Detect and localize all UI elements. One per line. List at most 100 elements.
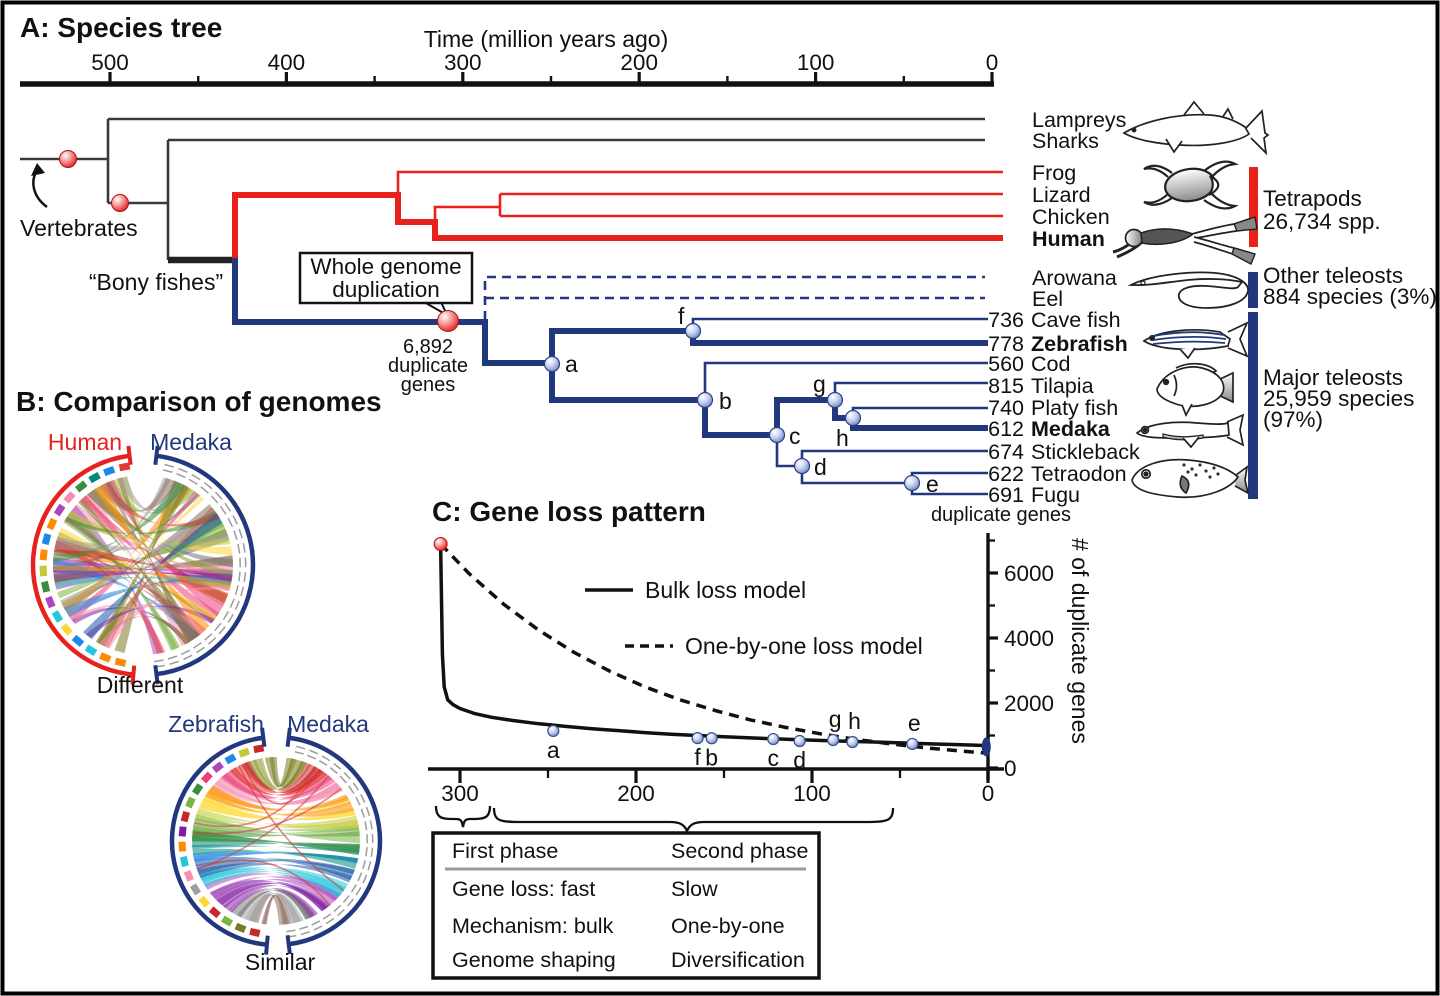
wgd-count-line1: 6,892 [403,336,453,358]
clade-label-tetrapods: Tetrapods [1263,186,1362,211]
chromosome-block-fill [358,872,366,883]
chromosome-block-fill [340,772,350,783]
chromosome-block-fill [231,599,239,610]
chromosome-block [198,895,211,908]
c-y-axis-label: # of duplicate genes [1067,538,1093,744]
chromosome-block [60,623,73,636]
chromosome-block-fill [221,503,230,514]
species-name: Arowana [1032,266,1117,290]
arc-end-tick [285,727,292,747]
species-name: Stickleback [1031,440,1140,464]
chromosome-block [224,753,237,765]
chord [193,814,360,844]
chromosome-block [211,761,224,774]
species-name: Chicken [1032,205,1110,229]
duplicate-count: 778 [988,332,1024,356]
chord [53,555,233,585]
chord [199,867,349,892]
chord [245,893,301,924]
data-point-f-icon [691,731,704,745]
chromosome-block-fill [236,585,243,596]
chromosome-block [51,610,64,623]
chord [196,859,331,906]
time-tick-label: 400 [268,50,306,75]
chromosome-block [118,462,131,472]
chromosome-block-fill [224,611,233,623]
species-labels: LampreysSharksFrogLizardChickenHumanArow… [988,108,1140,507]
chromosome-block-fill [228,515,237,527]
wgd-callout-box [298,251,474,305]
other-teleosts-clade-bar [1248,272,1258,308]
chromosome-block-fill [168,656,179,664]
chromosome-block-fill [362,807,369,818]
wgd-data-point-icon [433,537,448,552]
clade-label-tetrapods: 26,734 spp. [1263,209,1381,234]
chord [196,808,359,828]
circos-zebrafish-medaka [169,727,383,955]
chromosome-block [238,747,251,758]
c-x-tick-label: 300 [441,781,479,806]
chromosome-block [221,915,234,927]
arc-end-tick [264,935,270,955]
chromosome-block-fill [205,634,216,644]
table-header: Second phase [671,839,808,863]
wgd-count-line2: duplicate [388,355,468,377]
chord [207,785,349,810]
chromosome-block [249,927,261,937]
tree-node-e-icon [903,474,921,492]
chromosome-block-fill [211,492,222,503]
chromosome-block [63,491,76,504]
vertebrate-wgd2-node-icon [111,194,129,212]
tree-node-letter-h: h [836,425,849,451]
circos1-right-label: Medaka [150,429,232,455]
eel-icon [1127,271,1249,309]
chord [194,857,356,881]
duplicate-count: 674 [988,440,1024,464]
chromosome-block-fill [352,884,361,895]
chromosome-block-fill [363,860,370,871]
arc-end-tick [153,665,160,685]
circos2-left-label: Zebrafish [168,711,264,737]
chromosome-block [185,796,196,809]
chord [194,817,360,832]
point-label-c: c [768,745,780,771]
chord [106,480,224,617]
c-y-tick-label: 6000 [1004,561,1054,586]
chromosome-block [45,595,56,609]
data-point-a-icon [547,724,560,738]
frog-icon [1143,160,1239,210]
chord [238,765,345,892]
teleost-wgd-node-icon [437,310,459,332]
zebrafish-icon [1142,321,1249,360]
arc-end-tick [153,445,160,465]
chromosome-block [253,744,265,754]
circos2-right-label: Medaka [287,711,369,737]
circos2-caption: Similar [245,949,316,975]
tree-node-letter-a: a [565,351,578,377]
point-label-d: d [793,747,806,773]
time-tick-label: 200 [620,50,658,75]
arc-end-tick [130,665,137,685]
table-cell: One-by-one [671,914,785,938]
c-x-tick-label: 200 [617,781,655,806]
data-point-d-icon [793,734,806,748]
chord [199,798,356,821]
clade-label-other-teleosts: Other teleosts [1263,263,1403,288]
chromosome-block [41,533,52,546]
arc-end-tick [285,935,292,955]
chromosome-block [178,826,187,837]
medaka-icon [1135,413,1245,449]
chromosome-block [84,644,98,656]
point-label-e: e [908,710,921,736]
chord [209,879,331,912]
legend-solid-label: Bulk loss model [645,577,806,603]
species-name: Lizard [1032,183,1091,207]
wgd-count-line3: genes [401,374,456,396]
tree-node-f-icon [684,322,702,340]
chromosome-block [179,855,189,868]
